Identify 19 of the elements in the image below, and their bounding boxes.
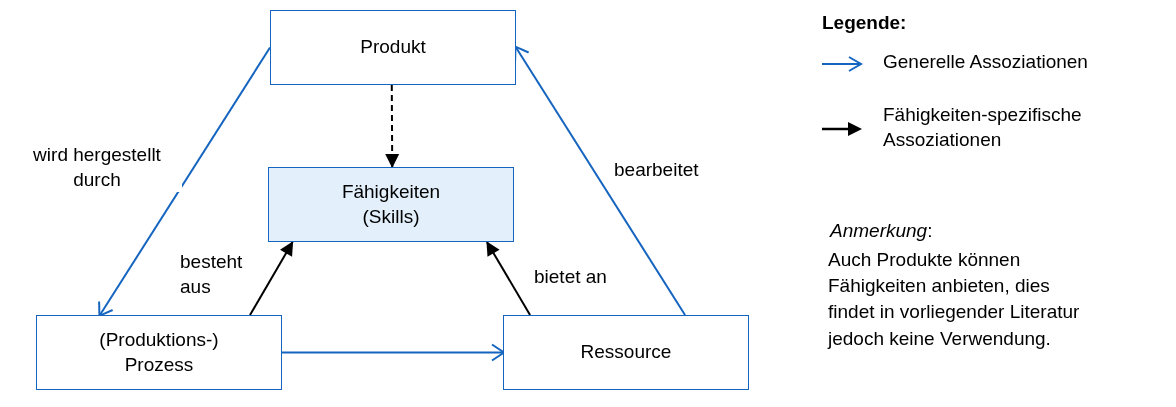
box-label: (Produktions-) Prozess bbox=[99, 327, 219, 377]
arrow bbox=[98, 46, 271, 317]
box-label: Ressource bbox=[580, 340, 672, 365]
class-box bbox=[270, 10, 516, 85]
arrow bbox=[249, 241, 294, 316]
note-heading: Anmerkung: bbox=[830, 220, 933, 242]
class-box bbox=[36, 315, 282, 390]
arrow bbox=[485, 241, 532, 316]
class-box bbox=[503, 315, 749, 390]
legend-label: Fähigkeiten-spezifische Assoziationen bbox=[883, 103, 1083, 152]
note-text: Auch Produkte können Fähigkeiten anbieten, dies findet in vorliegender Literatur jedoch keine Verwendung. bbox=[828, 248, 1081, 351]
arrow bbox=[281, 343, 505, 362]
legend-title: Legende: bbox=[822, 12, 907, 34]
arrow bbox=[514, 45, 687, 316]
class-box bbox=[268, 167, 514, 242]
box-label: Produkt bbox=[360, 35, 426, 60]
legend-label: Generelle Assoziationen bbox=[883, 50, 1089, 74]
box-label: Fähigkeiten (Skills) bbox=[340, 179, 442, 229]
arrow bbox=[385, 84, 400, 168]
